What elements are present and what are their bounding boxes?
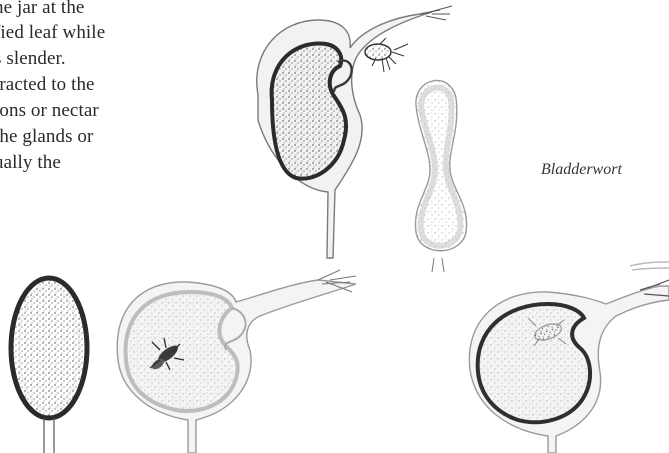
bladder-oval [11,278,87,453]
crustacean-prey [365,38,408,72]
bladder-with-insect [117,270,356,453]
bladder-bottom-right [469,280,669,453]
stem-fragment [630,262,669,270]
bladder-elongated [415,80,466,272]
